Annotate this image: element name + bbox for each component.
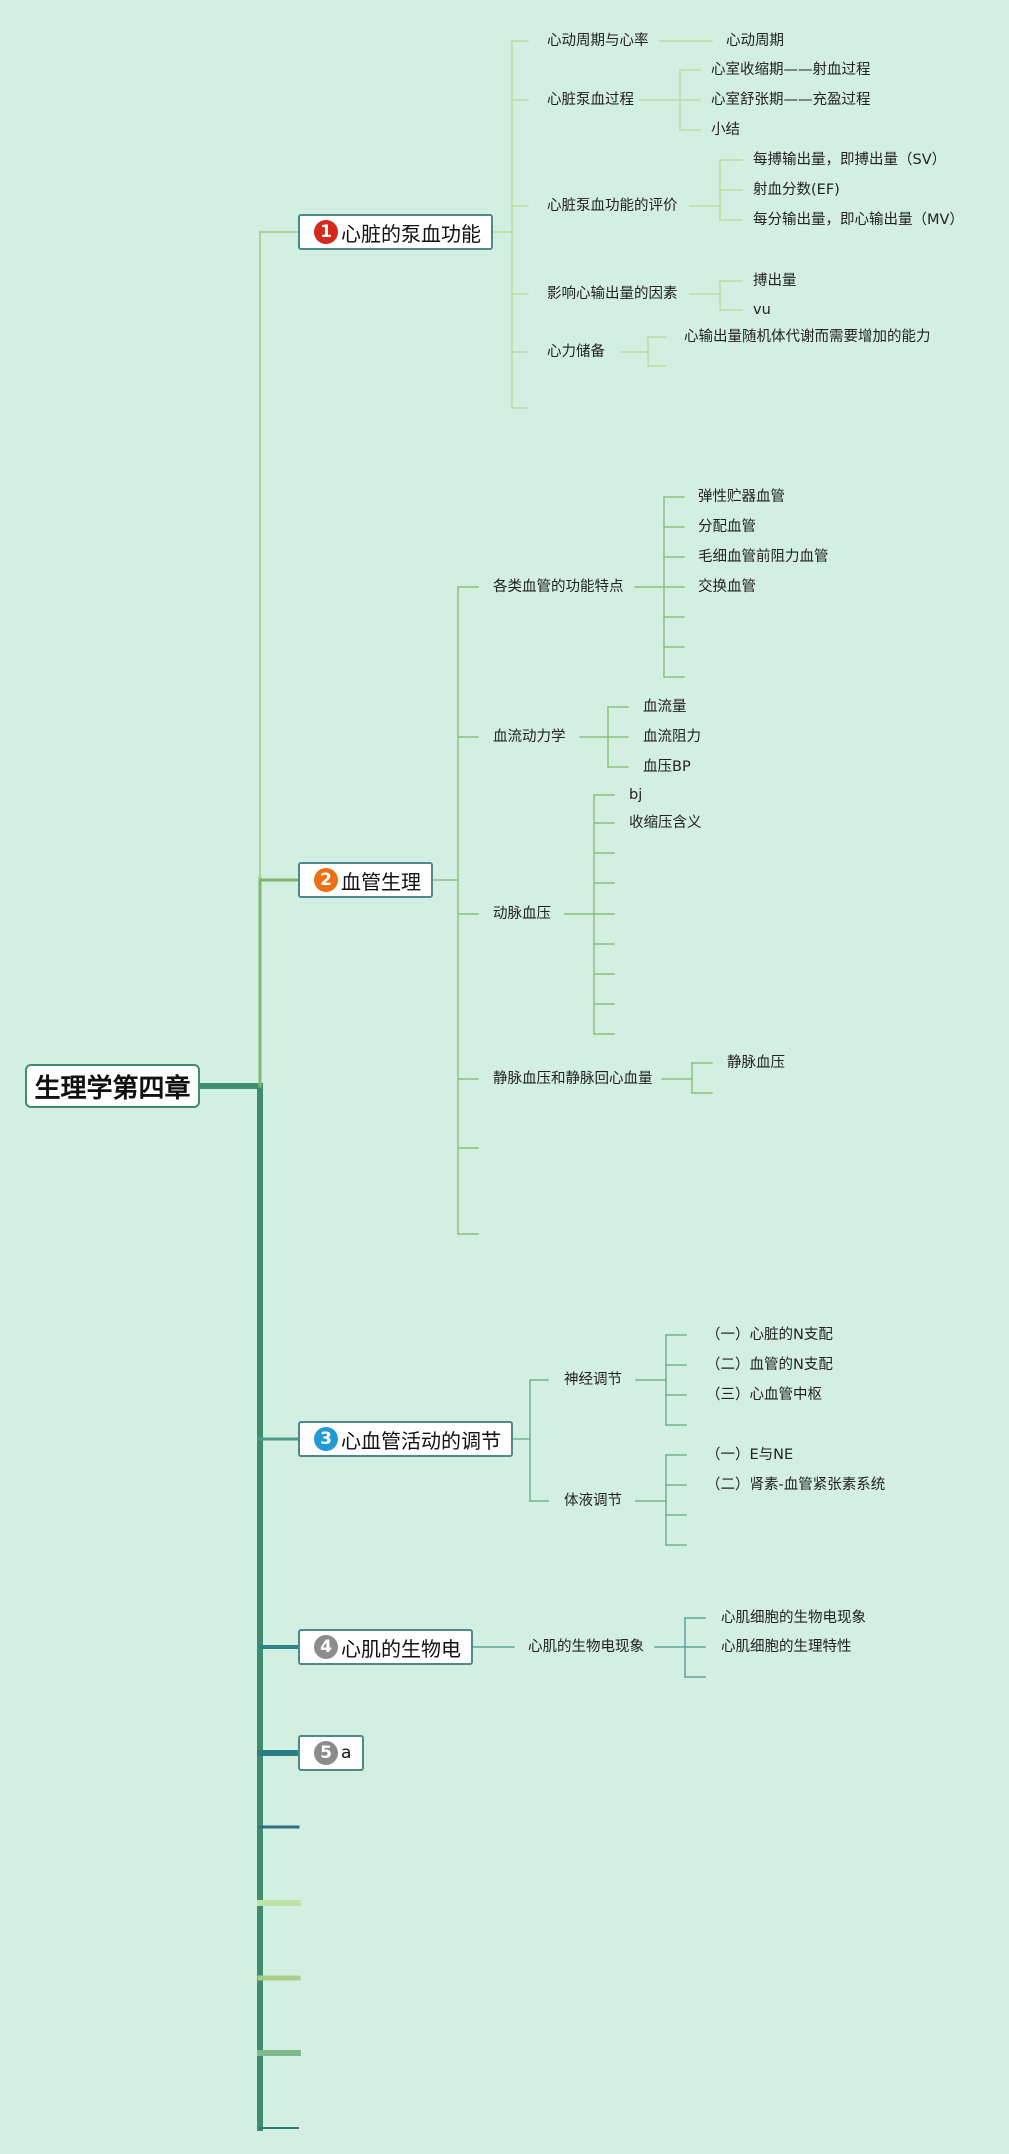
number-badge-icon: 1	[314, 220, 338, 244]
subtopic-label[interactable]: 影响心输出量的因素	[547, 286, 678, 302]
subtopic-label[interactable]: 体液调节	[564, 1493, 622, 1509]
leaf-label[interactable]: 心输出量随机体代谢而需要增加的能力	[684, 329, 931, 345]
leaf-label[interactable]: 每分输出量，即心输出量（MV）	[753, 212, 964, 228]
leaf-label[interactable]: 分配血管	[698, 519, 756, 535]
leaf-label[interactable]: 心肌细胞的生理特性	[721, 1639, 852, 1655]
leaf-label[interactable]: 弹性贮器血管	[698, 489, 785, 505]
subtopic-label[interactable]: 心动周期与心率	[547, 33, 649, 49]
leaf-label[interactable]: （一）心脏的N支配	[706, 1327, 833, 1343]
subtopic-label[interactable]: 动脉血压	[493, 906, 551, 922]
leaf-label[interactable]: 搏出量	[753, 273, 797, 289]
number-badge-icon: 4	[314, 1635, 338, 1659]
root-title: 生理学第四章	[34, 1073, 191, 1104]
topic-label: 心脏的泵血功能	[341, 221, 481, 246]
subtopic-label[interactable]: 心脏泵血功能的评价	[547, 198, 678, 214]
leaf-label[interactable]: （三）心血管中枢	[706, 1387, 822, 1403]
leaf-label[interactable]: 收缩压含义	[629, 815, 702, 831]
leaf-label[interactable]: 静脉血压	[727, 1055, 785, 1071]
root-node[interactable]: 生理学第四章	[25, 1064, 200, 1108]
subtopic-label[interactable]: 各类血管的功能特点	[493, 579, 624, 595]
leaf-label[interactable]: 交换血管	[698, 579, 756, 595]
leaf-label[interactable]: （二）肾素-血管紧张素系统	[706, 1477, 886, 1493]
subtopic-label[interactable]: 心力储备	[547, 344, 605, 360]
leaf-label[interactable]: 射血分数(EF)	[753, 182, 840, 198]
topic-label: a	[341, 1743, 352, 1763]
number-badge-icon: 2	[314, 868, 338, 892]
subtopic-label[interactable]: 神经调节	[564, 1372, 622, 1388]
leaf-label[interactable]: 每搏输出量，即搏出量（SV）	[753, 152, 947, 168]
leaf-label[interactable]: bj	[629, 787, 643, 803]
leaf-label[interactable]: 小结	[711, 122, 740, 138]
topic-label: 心血管活动的调节	[341, 1428, 501, 1453]
number-badge-icon: 3	[314, 1427, 338, 1451]
topic-label: 血管生理	[341, 869, 421, 894]
leaf-label[interactable]: 心室收缩期——射血过程	[711, 62, 871, 78]
subtopic-label[interactable]: 血流动力学	[493, 729, 566, 745]
topic-label: 心肌的生物电	[341, 1636, 461, 1661]
subtopic-label[interactable]: 心肌的生物电现象	[528, 1639, 644, 1655]
subtopic-label[interactable]: 心脏泵血过程	[547, 92, 634, 108]
leaf-label[interactable]: 心肌细胞的生物电现象	[721, 1610, 866, 1626]
leaf-label[interactable]: vu	[753, 302, 771, 318]
leaf-label[interactable]: 血流阻力	[643, 729, 701, 745]
leaf-label[interactable]: 心室舒张期——充盈过程	[711, 92, 871, 108]
leaf-label[interactable]: 血压BP	[643, 759, 691, 775]
leaf-label[interactable]: （一）E与NE	[706, 1447, 794, 1463]
leaf-label[interactable]: 血流量	[643, 699, 687, 715]
topic-node-5[interactable]: 5 a	[298, 1735, 364, 1771]
number-badge-icon: 5	[314, 1741, 338, 1765]
subtopic-label[interactable]: 静脉血压和静脉回心血量	[493, 1071, 653, 1087]
topic-node-2[interactable]: 2 血管生理	[298, 862, 433, 898]
leaf-label[interactable]: 毛细血管前阻力血管	[698, 549, 829, 565]
leaf-label[interactable]: （二）血管的N支配	[706, 1357, 833, 1373]
topic-node-4[interactable]: 4 心肌的生物电	[298, 1629, 473, 1665]
topic-node-1[interactable]: 1 心脏的泵血功能	[298, 214, 493, 250]
topic-node-3[interactable]: 3 心血管活动的调节	[298, 1421, 513, 1457]
leaf-label[interactable]: 心动周期	[726, 33, 784, 49]
